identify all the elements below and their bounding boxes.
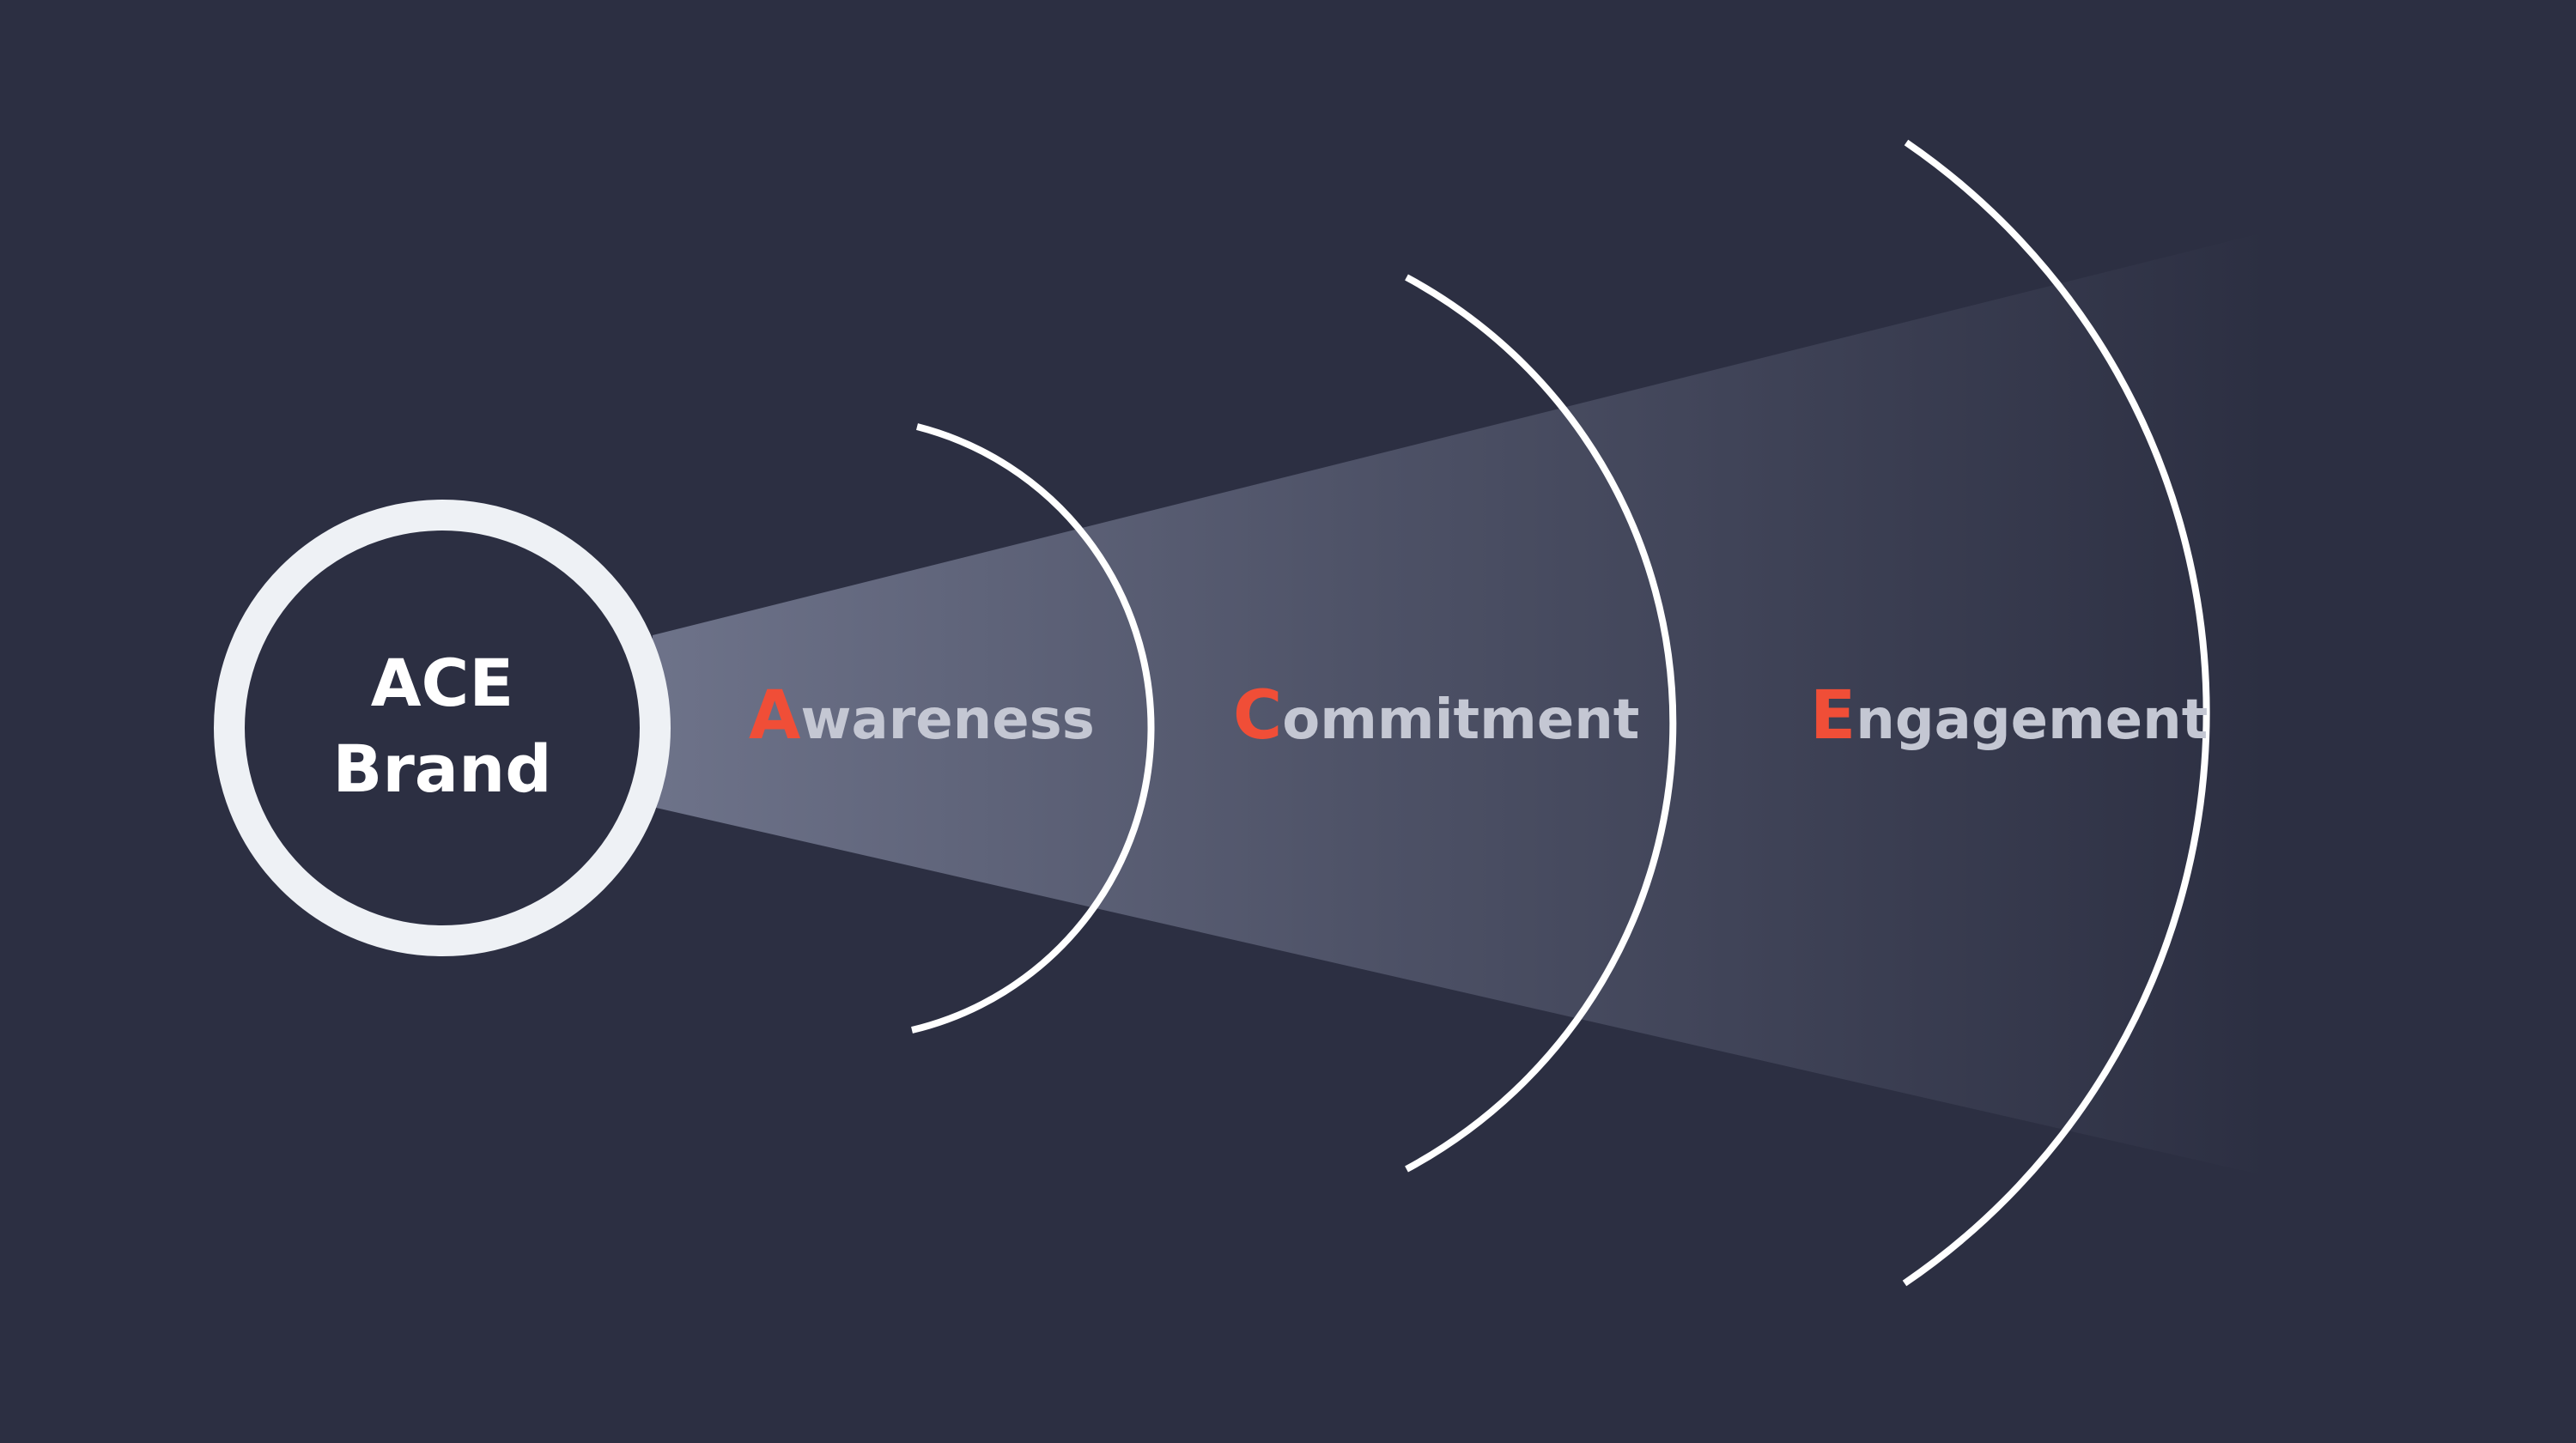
stage-label-engagement: Engagement [1810,677,2208,755]
commitment-arc [1405,274,1677,1173]
brand-title-line2: Brand [332,731,551,807]
stage-rest: wareness [800,688,1094,752]
brand-title-line1: ACE [371,645,514,721]
engagement-arc [1902,139,2210,1287]
stage-initial: A [749,677,800,755]
light-beam [653,232,2267,1176]
stage-initial: C [1233,677,1282,755]
stage-rest: ngagement [1856,688,2208,752]
stage-label-awareness: Awareness [749,677,1095,755]
stage-rest: ommitment [1282,688,1639,752]
brand-ring [214,500,671,956]
awareness-arc [911,423,1155,1034]
stage-initial: E [1810,677,1856,755]
stage-label-commitment: Commitment [1233,677,1639,755]
ace-brand-node: ACE Brand [214,500,671,956]
